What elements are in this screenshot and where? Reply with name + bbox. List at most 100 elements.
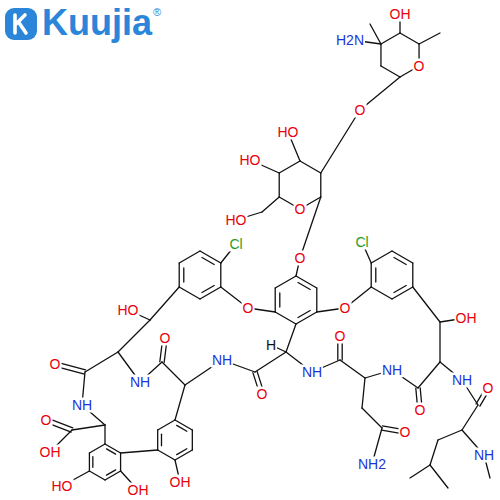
bond-line	[392, 251, 413, 263]
bond-line	[179, 251, 200, 263]
bond-line	[275, 288, 276, 312]
bond-line	[296, 312, 317, 324]
bond-line	[192, 430, 193, 450]
bond-line	[340, 360, 365, 378]
bond-line	[262, 197, 279, 212]
bond-line	[381, 66, 400, 77]
atom-label: NH	[301, 365, 323, 380]
atom-label: HO	[225, 213, 248, 228]
bond-line	[161, 434, 162, 446]
bond-line	[321, 110, 360, 173]
atom-label: NH	[473, 448, 495, 463]
atom-label: NH	[211, 353, 233, 368]
bond-line	[371, 287, 392, 299]
bond-line	[179, 263, 180, 287]
atom-label: O	[413, 59, 426, 74]
bond-line	[220, 263, 221, 287]
bond-line	[413, 287, 440, 322]
bond-line	[371, 251, 392, 263]
bond-line	[202, 257, 214, 264]
logo-text: Kuujia	[42, 3, 152, 43]
atom-label: OH	[389, 7, 412, 22]
bond-line	[175, 385, 185, 420]
atom-label: HO	[239, 153, 262, 168]
atom-label: O	[334, 329, 347, 344]
atom-label: OH	[169, 475, 192, 490]
atom-label: HO	[117, 303, 140, 318]
bond-line	[177, 449, 187, 455]
bond-line	[158, 420, 175, 430]
bond-line	[362, 408, 382, 428]
bond-line	[279, 293, 280, 307]
bond-line	[362, 378, 365, 408]
bond-line	[200, 251, 221, 263]
bond-line	[320, 173, 321, 197]
bond-line	[439, 322, 440, 362]
atom-label: NH2	[357, 457, 387, 472]
bond-line	[392, 287, 413, 299]
bond-line	[107, 449, 116, 454]
trademark-sign: ®	[153, 6, 161, 18]
bond-line	[255, 352, 286, 372]
bond-line	[286, 324, 296, 352]
bond-line	[177, 425, 187, 431]
bond-line	[298, 311, 310, 318]
bond-line	[370, 24, 381, 44]
bond-line	[394, 257, 406, 264]
bond-line	[89, 453, 90, 471]
logo-icon	[5, 8, 37, 40]
atom-label: NH	[451, 373, 473, 388]
bond-line	[419, 33, 440, 44]
bond-line	[150, 287, 179, 320]
atom-label: O	[256, 387, 269, 402]
bond-line	[202, 286, 214, 293]
atom-label: O	[40, 413, 53, 428]
bond-line	[200, 287, 221, 299]
bond-line	[85, 352, 118, 372]
bond-line	[410, 465, 430, 478]
bond-line	[275, 276, 296, 288]
bond-line	[412, 263, 413, 287]
atom-label: H	[265, 338, 277, 353]
bond-line	[118, 320, 150, 352]
atom-label: NH	[129, 375, 151, 390]
atom-label: O	[159, 331, 172, 346]
logo-badge	[5, 8, 37, 40]
bond-line	[375, 268, 376, 282]
atom-label: O	[339, 301, 352, 316]
bond-line	[371, 263, 372, 287]
bond-line	[462, 405, 478, 430]
bond-line	[179, 287, 200, 299]
atom-label: O	[354, 103, 367, 118]
bond-line	[300, 161, 321, 173]
bond-line	[430, 465, 448, 488]
atom-label: O	[294, 202, 307, 217]
atom-label: OH	[455, 311, 478, 326]
atom-label: O	[294, 251, 307, 266]
bond-line	[107, 470, 116, 475]
atom-label: HO	[277, 125, 300, 140]
bond-line	[121, 450, 158, 453]
atom-label: HO	[51, 479, 74, 494]
bond-line	[162, 362, 185, 385]
atom-label: Cl	[354, 235, 369, 250]
bond-line	[380, 44, 381, 66]
atom-label: NH	[381, 363, 403, 378]
bond-line	[418, 362, 440, 388]
bond-line	[298, 282, 310, 289]
bond-line	[296, 276, 317, 288]
bond-line	[279, 173, 280, 197]
bond-line	[381, 33, 400, 44]
atom-label: O	[49, 357, 62, 372]
bond-line	[400, 33, 419, 44]
atom-label: O	[399, 425, 412, 440]
atom-label: H2N	[335, 33, 365, 48]
bond-lines	[45, 14, 490, 490]
bond-line	[89, 471, 105, 480]
bond-line	[92, 457, 93, 468]
bond-line	[275, 312, 296, 324]
bond-line	[104, 425, 105, 444]
